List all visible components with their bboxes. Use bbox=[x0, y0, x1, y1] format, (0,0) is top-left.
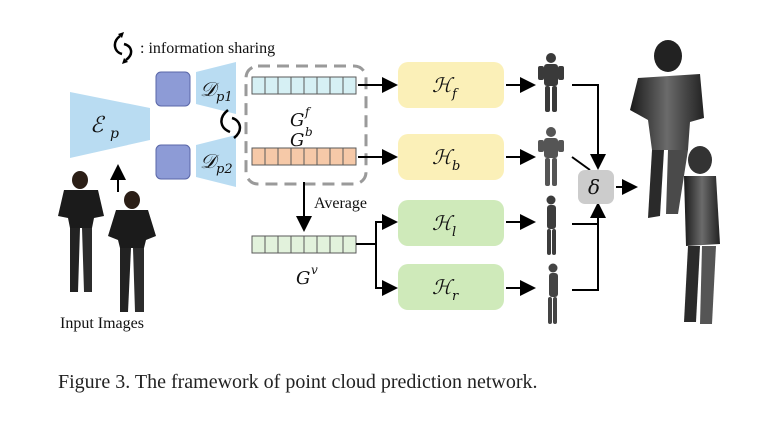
decoder-p1-sub: p1 bbox=[216, 90, 233, 105]
feature-bar-back bbox=[251, 147, 357, 166]
feature-voxel-cell bbox=[329, 235, 344, 254]
feature-voxel-cell bbox=[264, 235, 279, 254]
feature-front-cell bbox=[264, 76, 279, 95]
input-image-2 bbox=[108, 191, 156, 312]
decoder-sharing-arrow-icon bbox=[220, 109, 242, 139]
head-right-symbol: ℋ bbox=[432, 275, 455, 299]
decoder-p1: 𝒟 p1 bbox=[196, 62, 236, 114]
decoder-p1-symbol: 𝒟 bbox=[200, 77, 220, 101]
latent-block-1 bbox=[155, 71, 191, 107]
head-right: ℋ r bbox=[398, 264, 504, 310]
feature-front-cell bbox=[303, 76, 318, 95]
feature-back-cell bbox=[303, 147, 318, 166]
feature-back-cell bbox=[342, 147, 357, 166]
head-front-sub: f bbox=[451, 87, 459, 102]
curved-double-arrow-icon bbox=[113, 35, 133, 61]
feature-voxel-cell bbox=[342, 235, 357, 254]
decoder-p2-symbol: 𝒟 bbox=[200, 149, 220, 173]
arrow-right-to-fusion bbox=[572, 224, 599, 291]
encoder: ℰ p bbox=[70, 92, 150, 158]
feature-front-cell bbox=[277, 76, 292, 95]
head-front: ℋ f bbox=[398, 62, 504, 108]
decoder-p2-sub: p2 bbox=[216, 162, 233, 177]
gb-symbol: G bbox=[290, 130, 304, 151]
head-back-sub: b bbox=[452, 159, 460, 174]
right-view-cloud bbox=[548, 263, 558, 324]
gf-sup: f bbox=[304, 105, 312, 119]
head-front-symbol: ℋ bbox=[432, 73, 455, 97]
feature-voxel-cell bbox=[303, 235, 318, 254]
gb-sup: b bbox=[305, 125, 313, 139]
feature-voxel-cell bbox=[277, 235, 292, 254]
feature-back-cell bbox=[316, 147, 331, 166]
output-cloud-front bbox=[630, 40, 704, 218]
fusion-symbol: δ bbox=[588, 175, 600, 199]
input-image-1 bbox=[58, 171, 104, 292]
latent-block-2 bbox=[155, 144, 191, 180]
front-view-cloud bbox=[538, 53, 564, 112]
gf-symbol: G bbox=[290, 110, 304, 131]
feature-front-cell bbox=[342, 76, 357, 95]
head-left-symbol: ℋ bbox=[432, 211, 455, 235]
average-label: Average bbox=[314, 195, 367, 212]
head-left: ℋ l bbox=[398, 200, 504, 246]
back-view-cloud bbox=[538, 127, 564, 186]
encoder-sub: p bbox=[110, 126, 119, 142]
gv-sup: v bbox=[311, 263, 318, 277]
feature-front-cell bbox=[316, 76, 331, 95]
head-right-sub: r bbox=[452, 289, 459, 304]
arrow-gv-to-hr bbox=[375, 244, 398, 296]
figure-caption: Figure 3. The framework of point cloud p… bbox=[58, 371, 538, 393]
decoder-p2: 𝒟 p2 bbox=[196, 135, 236, 187]
feature-front-cell bbox=[329, 76, 344, 95]
feature-bar-voxel bbox=[251, 235, 357, 254]
arrow-front-to-fusion bbox=[572, 84, 606, 170]
input-images-label: Input Images bbox=[60, 315, 144, 332]
feature-voxel-cell bbox=[290, 235, 305, 254]
encoder-symbol: ℰ bbox=[90, 113, 106, 138]
feature-voxel-cell bbox=[251, 235, 266, 254]
head-back: ℋ b bbox=[398, 134, 504, 180]
feature-back-cell bbox=[264, 147, 279, 166]
feature-back-cell bbox=[251, 147, 266, 166]
feature-front-cell bbox=[290, 76, 305, 95]
feature-back-cell bbox=[329, 147, 344, 166]
head-left-sub: l bbox=[452, 225, 456, 240]
feature-voxel-cell bbox=[316, 235, 331, 254]
output-cloud-side bbox=[684, 146, 720, 324]
feature-group-box bbox=[244, 64, 368, 186]
left-view-cloud bbox=[546, 195, 556, 255]
arrow-back-to-fusion bbox=[571, 156, 591, 171]
legend-text: : information sharing bbox=[140, 40, 275, 57]
head-back-symbol: ℋ bbox=[432, 145, 455, 169]
arrow-gv-to-hl bbox=[356, 214, 398, 245]
info-sharing-legend: : information sharing bbox=[113, 32, 275, 64]
gv-symbol: G bbox=[296, 268, 310, 289]
arrow-left-to-fusion bbox=[572, 202, 606, 225]
fusion-node: δ bbox=[578, 170, 614, 204]
feature-front-cell bbox=[251, 76, 266, 95]
feature-bar-front bbox=[251, 76, 357, 95]
